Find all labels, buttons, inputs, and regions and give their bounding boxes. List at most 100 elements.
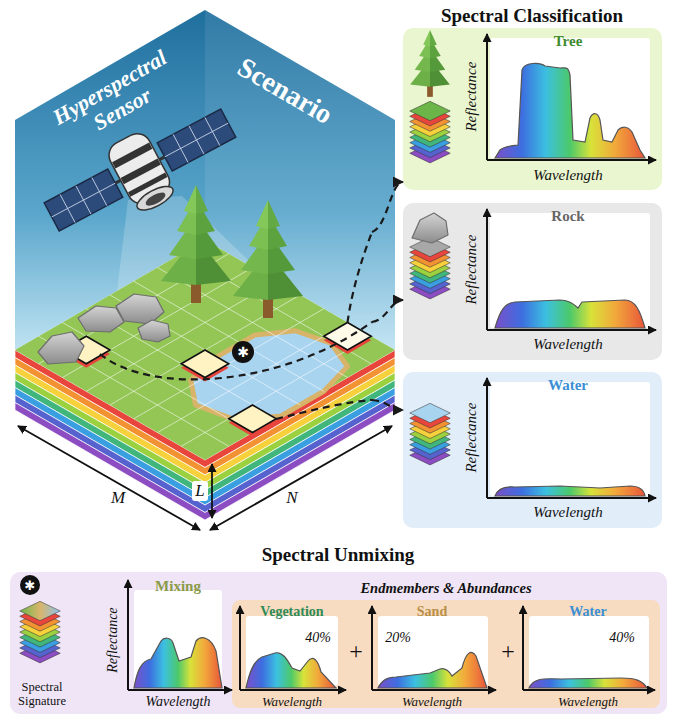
selected-pixel [181,350,229,378]
mixing-chart: MixingReflectanceWavelength [96,574,232,716]
rock-panel [403,203,662,360]
satellite [52,183,116,217]
axis-label: Wavelength [508,336,628,353]
caption-text: Spectral Signature [5,680,79,709]
ground-grid [134,309,324,419]
tree-panel [410,101,450,163]
ground-grid [86,281,276,391]
plus-sign: + [343,638,369,666]
endmember-chart [522,606,524,690]
water-panel [410,403,450,465]
tree-panel [410,30,450,97]
selected-pixel [229,405,277,433]
endmember-chart [529,678,647,688]
axis-label: Wavelength [508,504,628,521]
class-panel: TreeReflectanceWavelength [403,28,662,190]
axis-label: Reflectance [463,47,480,147]
tree-panel [495,63,645,158]
axis-label: Reflectance [105,592,121,688]
endmember-chart: Water40%Wavelength [516,604,660,710]
pixel-leader [100,232,372,419]
pixel-leader [348,232,373,323]
axis-label: Wavelength [540,695,636,710]
chart-title: Sand [392,604,472,620]
class-panel: WaterReflectanceWavelength [403,372,662,528]
dashed-arrow [372,400,403,410]
water-panel [403,372,662,528]
dashed-arrow [372,300,403,322]
endmember-box: Endmembers & AbundancesVegetation 40% Wave… [232,578,660,710]
abundance-value: 40% [298,630,338,646]
mixing-chart [128,580,232,690]
water-panel [495,486,645,496]
class-title: Tree [508,33,628,50]
endmember-chart [529,616,649,686]
satellite [115,180,120,183]
rock-panel [490,213,650,328]
axis-label: Wavelength [244,695,340,710]
endmember-chart [378,652,487,688]
section-title: Spectral Classification [402,5,662,27]
rock-panel [410,237,450,299]
satellite [144,190,168,208]
pixel-leader [276,400,372,419]
chart-title: Water [548,604,628,620]
unmixing-panel: Spectral UnmixingMixingReflectanceWavele… [10,540,667,716]
scenario-cube: Hyperspectral SensorScenario [15,0,372,462]
rock-panel [486,209,488,330]
plus-sign: + [495,638,521,666]
axis-label: Reflectance [463,388,480,488]
ground-grid [63,268,253,378]
dimension-arrow [18,426,392,530]
tree-panel [486,34,488,160]
callout-symbol: ✱ [233,345,253,359]
endmember-chart [371,606,373,690]
callout-symbol: ✱ [20,579,40,592]
dimension-arrow [210,426,392,530]
rock-panel [403,203,662,360]
endmember-chart [240,689,346,691]
unmixing-panel [10,572,667,714]
dimension-label: L [192,481,208,501]
trees [233,200,303,318]
group-title: Endmembers & Abundances [326,580,566,597]
tree-panel [490,38,650,158]
axis-label: Wavelength [133,694,223,710]
tree-panel [403,28,662,190]
mixing-chart [127,580,129,690]
endmember-chart: Sand20%Wavelength [366,604,496,710]
water-panel [487,497,656,499]
rocks [116,294,164,324]
rock-panel [412,213,448,243]
rocks [138,320,170,342]
mixing-chart [134,638,222,688]
unmixing-panel [20,601,60,663]
class-title: Water [508,377,628,394]
satellite [159,157,164,160]
chart-title: Vegetation [244,604,340,620]
chart-title: Mixing [138,578,218,595]
axis-label: Reflectance [463,220,480,320]
trees [161,185,231,303]
class-panel: RockReflectanceWavelength [403,203,662,360]
endmember-chart [246,653,336,688]
unmixing-panel [232,600,660,708]
class-title: Rock [508,208,628,225]
satellite [157,109,236,171]
satellite [44,169,123,231]
unmixing-panel [10,572,667,714]
water-panel [403,372,662,528]
water-panel [490,382,650,496]
pixel-leader [100,322,372,379]
endmember-chart [523,689,655,691]
satellite [104,129,174,209]
section-title: Spectral Unmixing [208,544,468,566]
satellite [165,123,229,157]
abundance-value: 20% [378,630,418,646]
unmixing-panel [20,575,40,595]
trees [161,185,303,318]
endmember-chart [239,606,241,690]
dimension-arrow [211,464,213,518]
tree-panel [487,159,656,161]
